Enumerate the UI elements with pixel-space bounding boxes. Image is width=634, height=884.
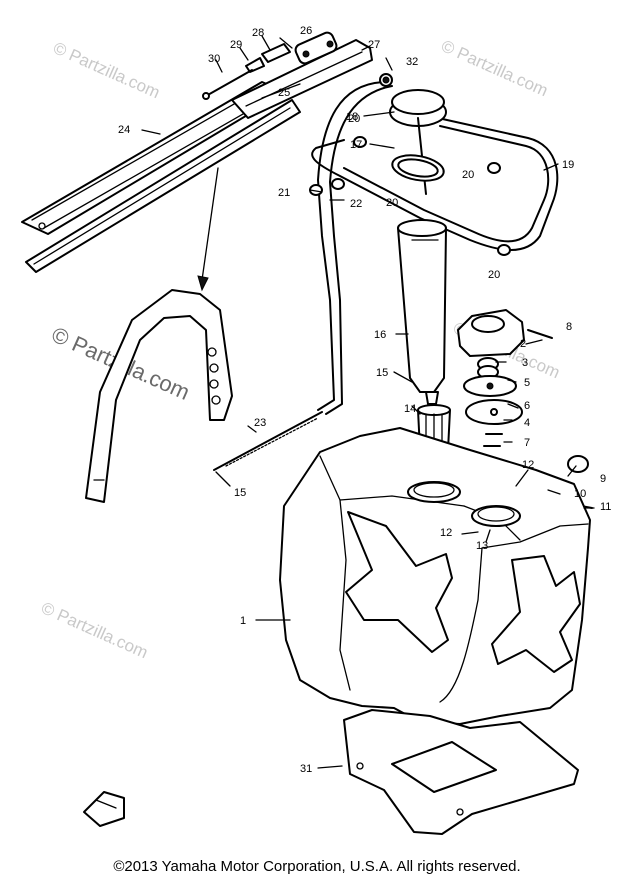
callout-label: 7 bbox=[524, 437, 530, 449]
callout-label: 1 bbox=[240, 615, 246, 627]
watermark: © Partzilla.com bbox=[38, 598, 150, 662]
part-23-spring bbox=[213, 411, 323, 471]
callout-label: 9 bbox=[600, 473, 606, 485]
part-16-pickup bbox=[397, 219, 447, 393]
part-3-spring bbox=[477, 357, 499, 379]
callout-label: 22 bbox=[350, 198, 362, 210]
callout-label: 23 bbox=[254, 417, 266, 429]
watermark: © Partzilla.com bbox=[438, 36, 550, 100]
callout-label: 11 bbox=[600, 501, 611, 513]
part-26-27-bracket bbox=[231, 31, 373, 119]
part-6-gasket bbox=[465, 399, 523, 425]
callout-label: 6 bbox=[524, 400, 530, 412]
callout-label: 24 bbox=[118, 124, 130, 136]
callout-label: 16 bbox=[374, 329, 386, 341]
callout-label: 28 bbox=[252, 27, 264, 39]
callout-label: 20 bbox=[348, 113, 360, 125]
part-20-clamps bbox=[331, 136, 511, 256]
callout-label: 17 bbox=[350, 139, 362, 151]
part-2-housing bbox=[457, 309, 525, 357]
callout-label: 18 bbox=[346, 111, 358, 123]
callout-label: 15 bbox=[234, 487, 246, 499]
callout-label: 31 bbox=[300, 763, 312, 775]
copyright-notice: ©2013 Yamaha Motor Corporation, U.S.A. A… bbox=[113, 858, 521, 875]
strap bbox=[85, 289, 233, 503]
callout-label: 12 bbox=[522, 459, 534, 471]
callout-label: 32 bbox=[406, 56, 418, 68]
callout-label: 26 bbox=[300, 25, 312, 37]
part-32-clip bbox=[379, 73, 393, 87]
part-30-bolt bbox=[202, 69, 253, 100]
callout-labels: 1 2 3 4 5 6 7 8 9 10 11 12 12 13 14 15 1… bbox=[118, 25, 611, 775]
callout-label: 12 bbox=[440, 527, 452, 539]
leader-lines bbox=[141, 35, 595, 769]
part-1-tank bbox=[279, 427, 591, 725]
callout-label: 19 bbox=[562, 159, 574, 171]
part-15-fitting bbox=[425, 391, 439, 405]
callout-label: 8 bbox=[566, 321, 572, 333]
part-19-tube bbox=[311, 117, 559, 251]
callout-label: 4 bbox=[524, 417, 530, 429]
callout-label: 27 bbox=[368, 39, 380, 51]
callout-label: 20 bbox=[488, 269, 500, 281]
part-31-pad bbox=[343, 709, 579, 835]
arrow-head bbox=[197, 275, 209, 292]
part-18-cap bbox=[389, 89, 447, 195]
callout-label: 30 bbox=[208, 53, 220, 65]
part-9-cap bbox=[567, 455, 589, 473]
part-4-7-pins bbox=[483, 433, 503, 447]
watermark: © Partzilla.com bbox=[50, 38, 162, 102]
callout-label: 5 bbox=[524, 377, 530, 389]
callout-label: 29 bbox=[230, 39, 242, 51]
part-24-plate bbox=[21, 81, 301, 273]
callout-label: 10 bbox=[574, 488, 586, 500]
fwd-arrow-icon bbox=[83, 791, 125, 827]
part-8-screw bbox=[527, 329, 553, 339]
callout-label: 20 bbox=[462, 169, 474, 181]
callout-label: 21 bbox=[278, 187, 290, 199]
leader-arrow bbox=[201, 167, 219, 281]
callout-label: 14 bbox=[404, 403, 416, 415]
callout-label: 2 bbox=[520, 338, 526, 350]
callout-label: 15 bbox=[376, 367, 388, 379]
callout-label: 20 bbox=[386, 197, 398, 209]
callout-label: 13 bbox=[476, 540, 488, 552]
callout-label: 3 bbox=[522, 357, 528, 369]
callout-label: 25 bbox=[278, 87, 290, 99]
part-25-strip bbox=[261, 83, 301, 99]
part-5-disc bbox=[463, 375, 517, 397]
part-17-ring bbox=[391, 154, 445, 182]
part-22-hose bbox=[317, 81, 393, 415]
